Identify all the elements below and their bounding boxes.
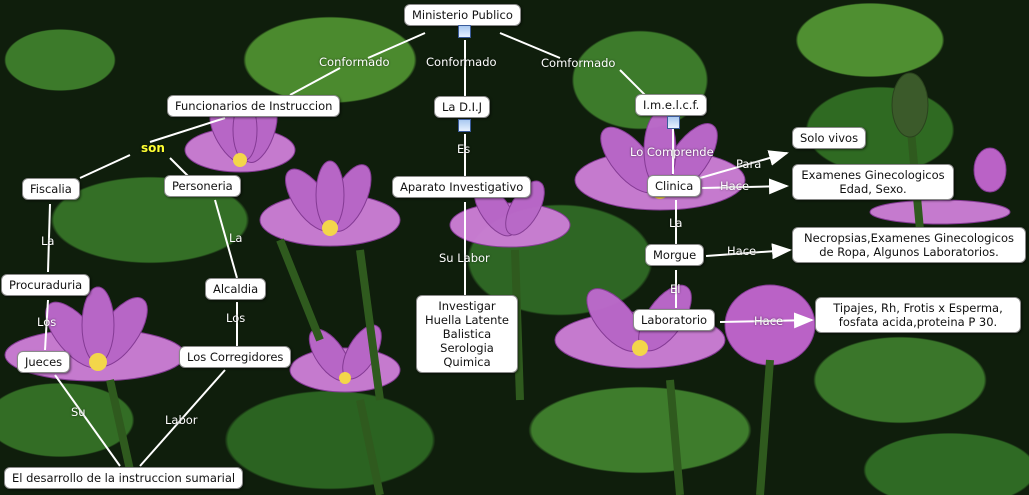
lily-flower bbox=[869, 147, 1011, 225]
node-solo-vivos[interactable]: Solo vivos bbox=[792, 127, 867, 149]
link-arrow bbox=[699, 150, 789, 179]
image-icon[interactable] bbox=[667, 116, 680, 129]
node-la-dij[interactable]: La D.I.J bbox=[434, 96, 491, 118]
node-morgue[interactable]: Morgue bbox=[645, 244, 705, 266]
link-line bbox=[619, 69, 646, 96]
node-label: Los Corregidores bbox=[187, 350, 284, 364]
link-label-los: Los bbox=[37, 315, 57, 329]
node-label: Procuraduria bbox=[9, 278, 83, 292]
node-aparato-investigativo[interactable]: Aparato Investigativo bbox=[392, 176, 532, 198]
node-los-corregidores[interactable]: Los Corregidores bbox=[179, 346, 292, 368]
link-label-los: Los bbox=[226, 311, 246, 325]
lily-bud bbox=[891, 72, 929, 138]
node-necropsias[interactable]: Necropsias,Examenes Ginecologicos de Rop… bbox=[792, 227, 1026, 263]
link-label-hace: Hace bbox=[754, 314, 784, 328]
node-label: I.m.e.l.c.f. bbox=[643, 98, 700, 112]
node-label: Fiscalia bbox=[30, 182, 72, 196]
node-label: Tipajes, Rh, Frotis x Esperma, bbox=[833, 301, 1003, 315]
node-label: fosfata acida,proteina P 30. bbox=[838, 315, 998, 329]
node-procuraduria[interactable]: Procuraduria bbox=[1, 274, 91, 296]
link-line bbox=[54, 374, 121, 467]
node-label: Quimica bbox=[443, 355, 491, 369]
node-label: Funcionarios de Instruccion bbox=[175, 99, 333, 113]
node-funcionarios-instruccion[interactable]: Funcionarios de Instruccion bbox=[167, 95, 341, 117]
node-label: Alcaldia bbox=[213, 282, 259, 296]
node-label: Laboratorio bbox=[641, 313, 708, 327]
node-clinica[interactable]: Clinica bbox=[647, 175, 702, 197]
node-label: El desarrollo de la instruccion sumarial bbox=[12, 471, 236, 485]
link-arrow bbox=[701, 178, 789, 195]
node-label: Huella Latente bbox=[424, 313, 509, 327]
link-label-para: Para bbox=[736, 157, 762, 171]
node-label: Morgue bbox=[653, 248, 697, 262]
link-line bbox=[367, 32, 426, 59]
node-imelcf[interactable]: I.m.e.l.c.f. bbox=[635, 94, 708, 116]
node-examenes-ginecologicos[interactable]: Examenes Ginecologicos Edad, Sexo. bbox=[792, 164, 954, 200]
link-line bbox=[79, 154, 131, 179]
node-label: de Ropa, Algunos Laboratorios. bbox=[819, 245, 999, 259]
node-label: Solo vivos bbox=[800, 131, 859, 145]
link-line bbox=[139, 369, 226, 467]
node-label: Edad, Sexo. bbox=[839, 182, 907, 196]
node-label: Serologia bbox=[440, 341, 494, 355]
node-label: La D.I.J bbox=[442, 100, 483, 114]
link-line bbox=[149, 117, 226, 143]
link-label-conformado: Conformado bbox=[319, 55, 390, 69]
node-label: Ministerio Publico bbox=[412, 8, 513, 22]
link-label-hace: Hace bbox=[727, 244, 757, 258]
node-label: Jueces bbox=[25, 355, 63, 369]
node-label: Aparato Investigativo bbox=[400, 180, 524, 194]
node-personeria[interactable]: Personeria bbox=[164, 175, 241, 197]
node-fiscalia[interactable]: Fiscalia bbox=[22, 178, 80, 200]
node-desarrollo-instruccion-sumarial[interactable]: El desarrollo de la instruccion sumarial bbox=[4, 467, 244, 489]
link-label-lo-comprende: Lo Comprende bbox=[630, 145, 714, 159]
link-line bbox=[289, 67, 341, 96]
link-line bbox=[499, 32, 561, 59]
link-label-la: La bbox=[669, 216, 683, 230]
link-label-comformado: Comformado bbox=[541, 56, 616, 70]
node-label: Balistica bbox=[442, 327, 492, 341]
link-label-conformado: Conformado bbox=[426, 55, 497, 69]
link-label-el: El bbox=[670, 282, 681, 296]
link-label-la: La bbox=[229, 231, 243, 245]
node-alcaldia[interactable]: Alcaldia bbox=[205, 278, 267, 300]
link-line bbox=[47, 203, 51, 273]
link-line bbox=[44, 299, 49, 351]
node-label: Investigar bbox=[438, 299, 496, 313]
link-arrow bbox=[705, 243, 792, 260]
link-arrow bbox=[719, 312, 814, 329]
link-line bbox=[214, 199, 238, 279]
link-label-su: Su bbox=[71, 405, 86, 419]
link-label-su-labor: Su Labor bbox=[439, 251, 490, 265]
node-jueces[interactable]: Jueces bbox=[17, 351, 71, 373]
node-label: Necropsias,Examenes Ginecologicos bbox=[803, 231, 1014, 245]
node-ministerio-publico[interactable]: Ministerio Publico bbox=[404, 4, 521, 26]
link-label-labor: Labor bbox=[165, 413, 198, 427]
node-label: Clinica bbox=[655, 179, 694, 193]
node-laboratorio[interactable]: Laboratorio bbox=[633, 309, 716, 331]
node-tipajes[interactable]: Tipajes, Rh, Frotis x Esperma, fosfata a… bbox=[815, 297, 1021, 333]
link-line bbox=[169, 157, 189, 177]
link-label-es: Es bbox=[457, 142, 471, 156]
link-label-hace: Hace bbox=[720, 179, 750, 193]
link-label-son: son bbox=[141, 141, 165, 155]
node-investigar[interactable]: Investigar Huella Latente Balistica Sero… bbox=[416, 295, 518, 373]
image-icon[interactable] bbox=[458, 119, 471, 132]
image-icon[interactable] bbox=[458, 25, 471, 38]
node-label: Personeria bbox=[172, 179, 233, 193]
link-label-la: La bbox=[41, 234, 55, 248]
node-label: Examenes Ginecologicos bbox=[801, 168, 945, 182]
